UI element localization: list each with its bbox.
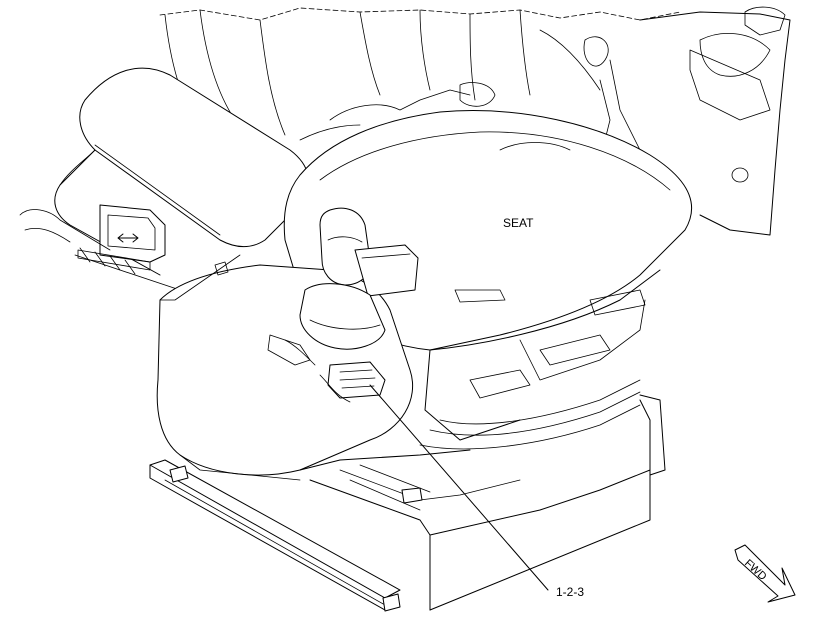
callout-leader-line — [369, 384, 549, 591]
seat-suspension-base — [299, 289, 651, 611]
left-armrest-console — [19, 67, 310, 291]
callout-label: 1-2-3 — [556, 585, 584, 599]
seat-label: SEAT — [503, 216, 534, 230]
cab-background-structure — [159, 6, 791, 236]
floor-mounting-rails — [149, 394, 666, 612]
right-joystick-console — [156, 207, 419, 481]
forward-direction-arrow: FWD — [734, 544, 796, 603]
